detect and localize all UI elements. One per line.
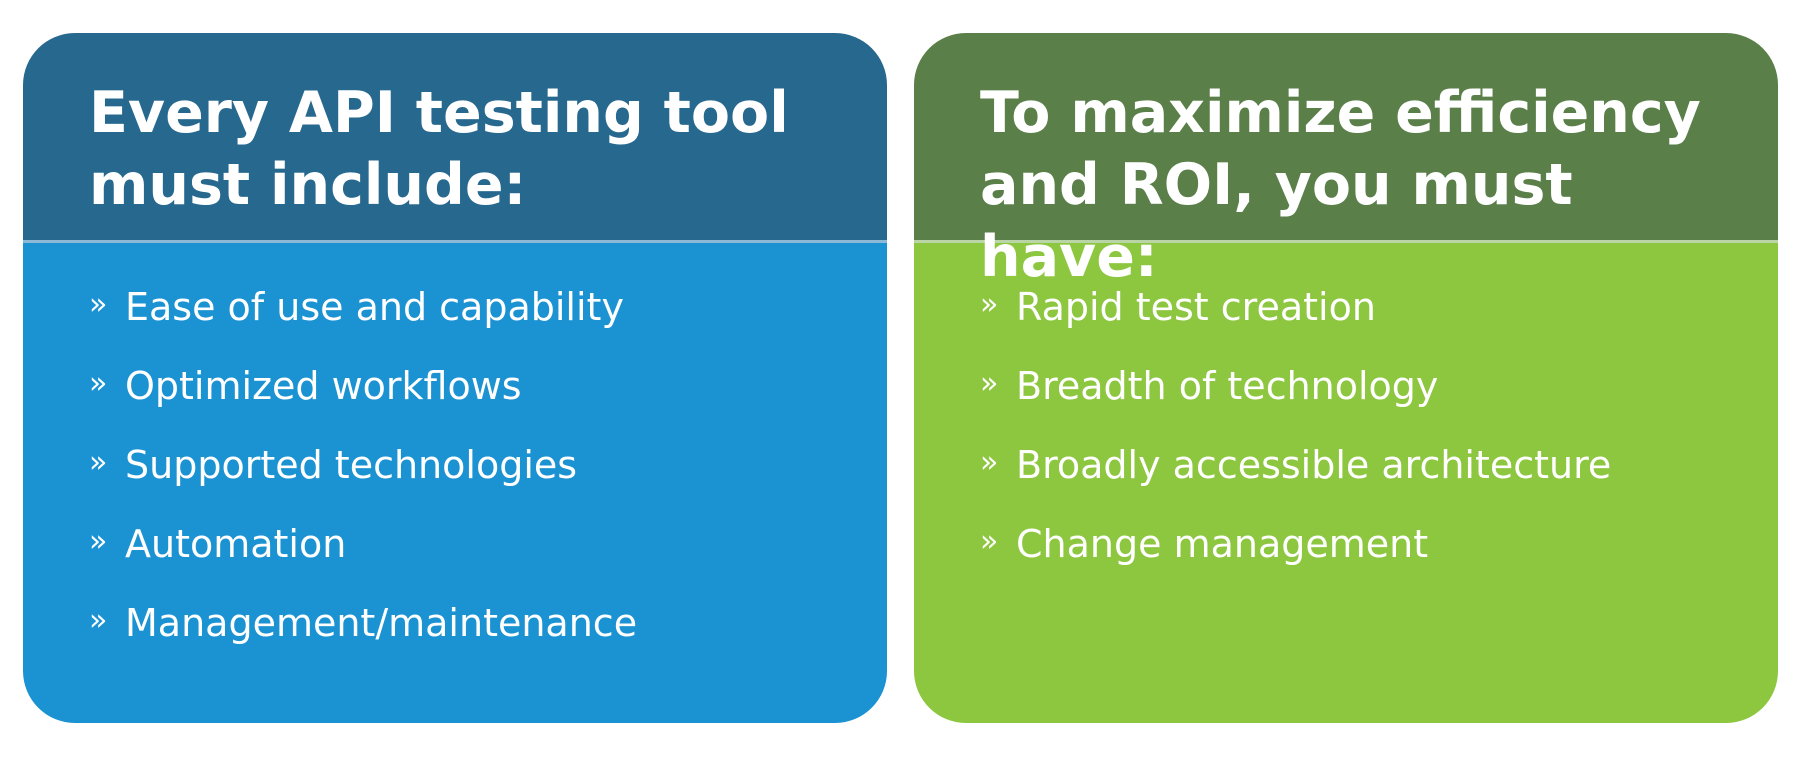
left-panel: Every API testing tool must include: » E… [23, 33, 887, 723]
left-panel-header: Every API testing tool must include: [23, 33, 887, 240]
left-panel-list: » Ease of use and capability » Optimized… [89, 281, 867, 676]
list-item: » Rapid test creation [980, 281, 1758, 360]
list-item-text: Ease of use and capability [125, 285, 624, 329]
list-item: » Automation [89, 518, 867, 597]
list-item: » Ease of use and capability [89, 281, 867, 360]
right-panel-body: » Rapid test creation » Breadth of techn… [914, 243, 1778, 723]
list-item: » Change management [980, 518, 1758, 597]
bullet-icon: » [89, 603, 108, 638]
bullet-icon: » [89, 366, 108, 401]
bullet-icon: » [980, 287, 999, 322]
list-item-text: Change management [1016, 522, 1429, 566]
right-panel-divider [914, 240, 1778, 243]
left-panel-title: Every API testing tool must include: [89, 80, 789, 218]
bullet-icon: » [980, 366, 999, 401]
bullet-icon: » [89, 445, 108, 480]
bullet-icon: » [89, 287, 108, 322]
right-panel-header: To maximize efficiency and ROI, you must… [914, 33, 1778, 290]
right-panel: To maximize efficiency and ROI, you must… [914, 33, 1778, 723]
list-item-text: Supported technologies [125, 443, 578, 487]
list-item-text: Automation [125, 522, 347, 566]
right-panel-title: To maximize efficiency and ROI, you must… [980, 80, 1701, 290]
left-panel-divider [23, 240, 887, 243]
left-panel-body: » Ease of use and capability » Optimized… [23, 243, 887, 723]
bullet-icon: » [980, 524, 999, 559]
list-item-text: Rapid test creation [1016, 285, 1376, 329]
list-item-text: Optimized workflows [125, 364, 522, 408]
list-item: » Supported technologies [89, 439, 867, 518]
list-item: » Optimized workflows [89, 360, 867, 439]
bullet-icon: » [89, 524, 108, 559]
list-item-text: Broadly accessible architecture [1016, 443, 1612, 487]
list-item: » Management/maintenance [89, 597, 867, 676]
list-item-text: Breadth of technology [1016, 364, 1439, 408]
list-item-text: Management/maintenance [125, 601, 638, 645]
list-item: » Broadly accessible architecture [980, 439, 1758, 518]
right-panel-list: » Rapid test creation » Breadth of techn… [980, 281, 1758, 597]
list-item: » Breadth of technology [980, 360, 1758, 439]
bullet-icon: » [980, 445, 999, 480]
